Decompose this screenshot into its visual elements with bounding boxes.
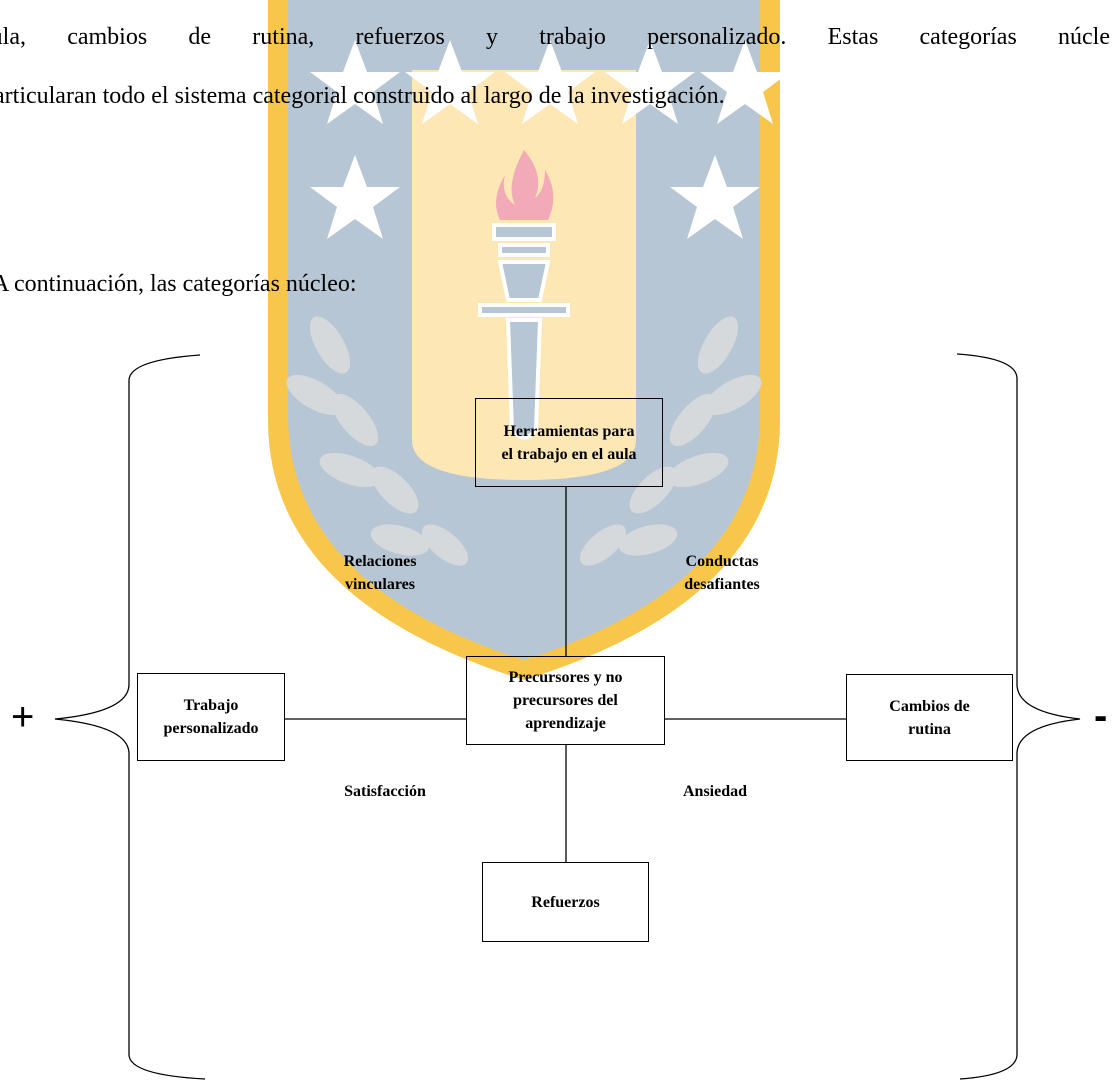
star-icon (310, 40, 790, 239)
node-cambios-rutina: Cambios de rutina (846, 674, 1013, 761)
node-refuerzos: Refuerzos (482, 862, 649, 942)
right-brace (956, 353, 1081, 1080)
left-brace (54, 354, 206, 1080)
node-precursores: Precursores y no precursores del aprendi… (466, 656, 665, 745)
torch-icon (478, 223, 570, 440)
label-ansiedad: Ansiedad (682, 783, 748, 800)
paragraph-line-2: articularan todo el sistema categorial c… (0, 83, 725, 109)
label-satisfaccion: Satisfacción (344, 783, 426, 800)
intro-text: A continuación, las categorías núcleo: (0, 271, 357, 297)
node-herramientas: Herramientas para el trabajo en el aula (475, 398, 663, 487)
label-relaciones-vinculares: Relaciones vinculares (343, 553, 417, 593)
paragraph-line-1: aula, cambios de rutina, refuerzos y tra… (0, 24, 1110, 50)
laurel-icon (286, 316, 762, 566)
flame-icon (496, 150, 554, 220)
plus-sign: + (11, 695, 35, 739)
node-trabajo-personalizado: Trabajo personalizado (137, 673, 285, 761)
minus-sign: - (1094, 694, 1108, 738)
label-conductas-desafiantes: Conductas desafiantes (684, 553, 760, 593)
